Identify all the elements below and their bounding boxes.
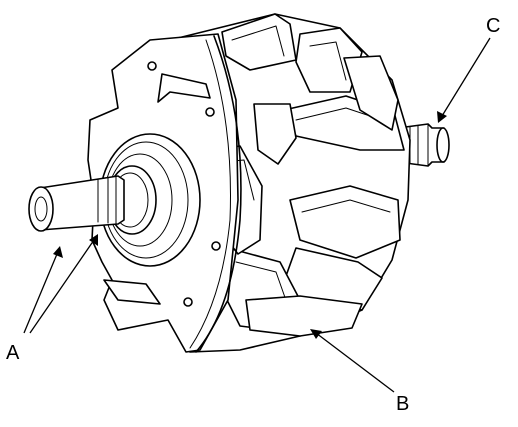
rear-shaft — [397, 123, 450, 167]
label-b: B — [396, 393, 409, 415]
label-c: C — [486, 15, 500, 37]
leader-c — [437, 37, 491, 123]
label-a: A — [6, 342, 20, 364]
leader-a — [23, 234, 98, 334]
claw-poles — [211, 13, 405, 337]
leader-b — [310, 329, 395, 393]
front-shaft — [28, 175, 125, 232]
